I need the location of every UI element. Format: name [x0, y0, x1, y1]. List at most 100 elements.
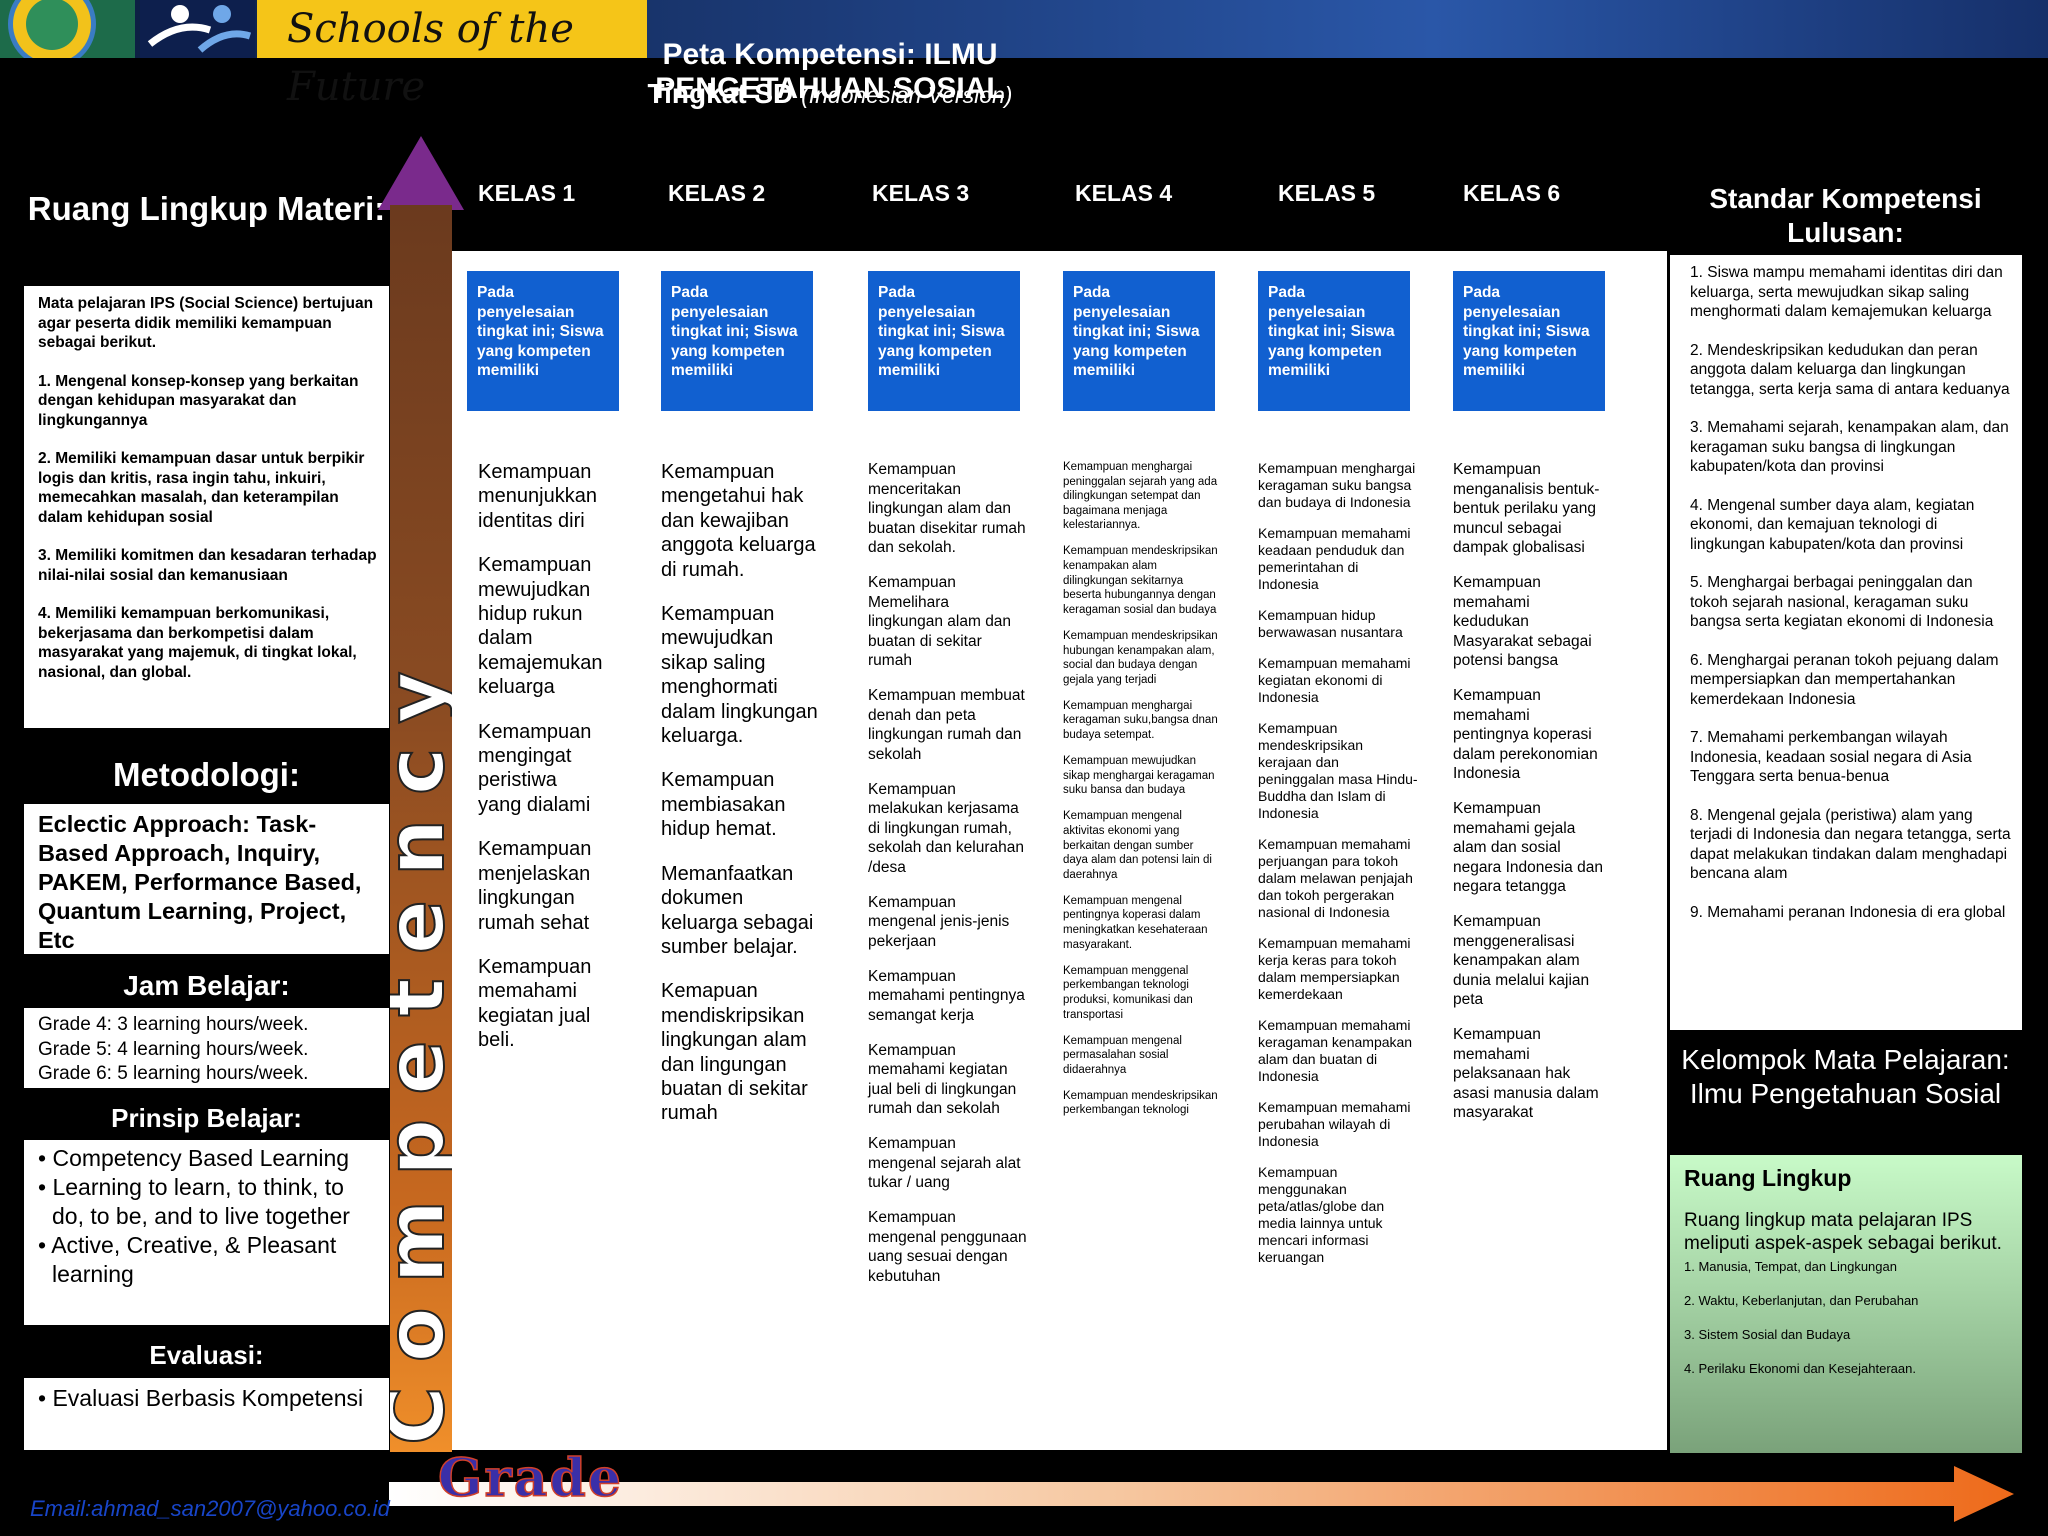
standard-item: 8. Mengenal gejala (peristiwa) alam yang…	[1690, 806, 2011, 883]
scope-paragraph: 2. Memiliki kemampuan dasar untuk berpik…	[38, 450, 365, 526]
list-item: Kemampuan mendeskripsikan kenampakan ala…	[1063, 545, 1218, 616]
kelas-4-heading: KELAS 4	[1075, 180, 1173, 206]
kelas-4-intro-box: Pada penyelesaian tingkat ini; Siswa yan…	[1063, 271, 1215, 411]
list-item: Kemampuan mendeskripsikan kerajaan dan p…	[1258, 720, 1418, 821]
standard-item: 1. Siswa mampu memahami identitas diri d…	[1690, 264, 2003, 320]
kelas-5-intro-box: Pada penyelesaian tingkat ini; Siswa yan…	[1258, 271, 1410, 411]
list-item: Kemampuan menceritakan lingkungan alam d…	[868, 461, 1026, 556]
subtitle-main: Tingkat SD	[647, 78, 794, 109]
competency-label: Competency	[390, 647, 452, 1445]
list-item: Kemampuan memahami kegiatan jual beli di…	[868, 1041, 1017, 1118]
list-item: Kemampuan mengenal aktivitas ekonomi yan…	[1063, 810, 1212, 881]
list-item: Kemampuan menghargai peninggalan sejarah…	[1063, 461, 1218, 532]
scope-paragraph: 1. Mengenal konsep-konsep yang berkaitan…	[38, 372, 359, 429]
list-item: Kemampuan menjelaskan lingkungan rumah s…	[478, 838, 592, 934]
scope-box: Mata pelajaran IPS (Social Science) bert…	[24, 286, 389, 728]
list-item: Kemampuan memahami keragaman kenampakan …	[1258, 1017, 1413, 1084]
list-item: Kemampuan hidup berwawasan nusantara	[1258, 607, 1403, 640]
list-item: Kemampuan mengingat peristiwa yang diala…	[478, 720, 592, 816]
scope-heading: Ruang Lingkup Materi:	[27, 190, 386, 227]
list-item: Kemampuan mengenal pentingnya koperasi d…	[1063, 894, 1208, 951]
hours-box: Grade 4: 3 learning hours/week. Grade 5:…	[24, 1008, 389, 1088]
hours-heading: Jam Belajar:	[123, 970, 290, 1001]
list-item: Memanfaatkan dokumen keluarga sebagai su…	[661, 862, 814, 958]
kelas-1-heading: KELAS 1	[478, 180, 576, 206]
subject-scope-description: Ruang lingkup mata pelajaran IPS meliput…	[1684, 1210, 2002, 1254]
list-item: Kemampuan memahami gejala alam dan sosia…	[1453, 800, 1603, 895]
principle-item: • Active, Creative, & Pleasant learning	[38, 1232, 337, 1287]
kelas-3-heading: KELAS 3	[872, 180, 970, 206]
list-item: Kemampuan mengenal sejarah alat tukar / …	[868, 1135, 1021, 1191]
subject-scope-box: Ruang Lingkup Ruang lingkup mata pelajar…	[1670, 1155, 2022, 1453]
list-item: Kemampuan mewujudkan hidup rukun dalam k…	[478, 554, 603, 699]
list-item: Kemampuan memahami kegiatan ekonomi di I…	[1258, 655, 1411, 705]
subject-scope-heading: Ruang Lingkup	[1684, 1165, 1852, 1191]
subject-scope-item: 4. Perilaku Ekonomi dan Kesejahteraan.	[1684, 1361, 1916, 1376]
kelas-3-competencies: Kemampuan menceritakan lingkungan alam d…	[868, 460, 1028, 1302]
list-item: Kemampuan mengenal jenis-jenis pekerjaan	[868, 893, 1010, 950]
kelas-6-competencies: Kemampuan menganalisis bentuk-bentuk per…	[1453, 460, 1603, 1138]
kelas-1-intro-box: Pada penyelesaian tingkat ini; Siswa yan…	[467, 271, 619, 411]
kelas-2-heading: KELAS 2	[668, 180, 766, 206]
evaluation-heading: Evaluasi:	[149, 1340, 264, 1370]
list-item: Kemampuan membuat denah dan peta lingkun…	[868, 687, 1025, 763]
standard-item: 6. Menghargai peranan tokoh pejuang dala…	[1690, 651, 1999, 708]
list-item: Kemampuan memahami perjuangan para tokoh…	[1258, 836, 1413, 920]
competency-bar: Competency	[390, 205, 452, 1452]
list-item: Kemampuan mengenal permasalahan sosial d…	[1063, 1034, 1182, 1076]
list-item: Kemampuan Memelihara lingkungan alam dan…	[868, 574, 1012, 669]
subject-scope-item: 3. Sistem Sosial dan Budaya	[1684, 1327, 1851, 1342]
list-item: Kemampuan menganalisis bentuk-bentuk per…	[1453, 461, 1600, 556]
list-item: Kemampuan memahami kedudukan Masyarakat …	[1453, 574, 1592, 669]
list-item: Kemampuan mendeskripsikan perkembangan t…	[1063, 1089, 1218, 1117]
subject-scope-item: 2. Waktu, Keberlanjutan, dan Perubahan	[1684, 1293, 1919, 1308]
scope-paragraph: 3. Memiliki komitmen dan kesadaran terha…	[38, 547, 377, 584]
kelas-2-competencies: Kemampuan mengetahui hak dan kewajiban a…	[661, 460, 823, 1146]
contact-email: Email:ahmad_san2007@yahoo.co.id	[30, 1496, 390, 1521]
schools-of-the-future-logo: Schools of the Future	[257, 0, 647, 110]
scope-paragraph: 4. Memiliki kemampuan berkomunikasi, bek…	[38, 605, 357, 681]
hours-line: Grade 4: 3 learning hours/week.	[38, 1014, 309, 1035]
list-item: Kemampuan mendeskripsikan hubungan kenam…	[1063, 629, 1218, 686]
standard-item: 9. Memahami peranan Indonesia di era glo…	[1690, 903, 2006, 921]
list-item: Kemampuan membiasakan hidup hemat.	[661, 769, 786, 841]
kelas-3-intro-box: Pada penyelesaian tingkat ini; Siswa yan…	[868, 271, 1020, 411]
competency-grid	[452, 251, 1667, 1450]
scope-paragraph: Mata pelajaran IPS (Social Science) bert…	[38, 295, 374, 351]
list-item: Kemampuan memahami keadaan penduduk dan …	[1258, 525, 1411, 592]
list-item: Kemampuan menghargai keragaman suku bang…	[1258, 460, 1416, 510]
hours-line: Grade 5: 4 learning hours/week.	[38, 1038, 309, 1060]
kelas-6-heading: KELAS 6	[1463, 180, 1561, 206]
list-item: Kemampuan memahami pelaksanaan hak asasi…	[1453, 1026, 1599, 1121]
list-item: Kemampuan menggunakan peta/atlas/globe d…	[1258, 1164, 1385, 1265]
graduate-standards-box: 1. Siswa mampu memahami identitas diri d…	[1670, 255, 2022, 1030]
subtitle-version: (Indonesian Version)	[801, 82, 1013, 108]
standard-item: 3. Memahami sejarah, kenampakan alam, da…	[1690, 419, 2009, 475]
principles-heading: Prinsip Belajar:	[111, 1103, 302, 1133]
list-item: Kemampuan melakukan kerjasama di lingkun…	[868, 780, 1024, 876]
principle-item: • Competency Based Learning	[38, 1145, 350, 1171]
list-item: Kemampuan memahami perubahan wilayah di …	[1258, 1099, 1411, 1149]
list-item: Kemapuan mendiskripsikan lingkungan alam…	[661, 980, 808, 1125]
standard-item: 5. Menghargai berbagai peninggalan dan t…	[1690, 574, 1994, 630]
school-crest-logo	[0, 0, 135, 58]
kelas-6-intro-box: Pada penyelesaian tingkat ini; Siswa yan…	[1453, 271, 1605, 411]
standard-item: 2. Mendeskripsikan kedudukan dan peran a…	[1690, 341, 2010, 398]
list-item: Kemampuan memahami kegiatan jual beli.	[478, 955, 592, 1052]
figure-logo-icon	[140, 0, 255, 58]
subject-scope-item: 1. Manusia, Tempat, dan Lingkungan	[1684, 1259, 1897, 1274]
hours-line: Grade 6: 5 learning hours/week.	[38, 1063, 309, 1084]
competency-word: Competency	[390, 646, 452, 1446]
evaluation-box: • Evaluasi Berbasis Kompetensi	[24, 1378, 389, 1450]
list-item: Kemampuan mengenal penggunaan uang sesua…	[868, 1209, 1027, 1285]
principle-item: • Learning to learn, to think, to do, to…	[38, 1174, 350, 1229]
page-title: Peta Kompetensi: ILMU PENGETAHUAN SOSIAL	[655, 38, 1005, 105]
list-item: Kemampuan memahami pentingnya semangat k…	[868, 967, 1025, 1024]
list-item: Kemampuan menggenal perkembangan teknolo…	[1063, 964, 1193, 1021]
kelas-5-heading: KELAS 5	[1278, 180, 1376, 206]
standard-item: 4. Mengenal sumber daya alam, kegiatan e…	[1690, 496, 1975, 553]
methodology-heading: Metodologi:	[113, 756, 300, 793]
list-item: Kemampuan mewujudkan sikap menghargai ke…	[1063, 755, 1215, 797]
list-item: Kemampuan menghargai keragaman suku,bang…	[1063, 699, 1218, 741]
subject-group-title: Kelompok Mata Pelajaran: Ilmu Pengetahua…	[1681, 1044, 2010, 1109]
